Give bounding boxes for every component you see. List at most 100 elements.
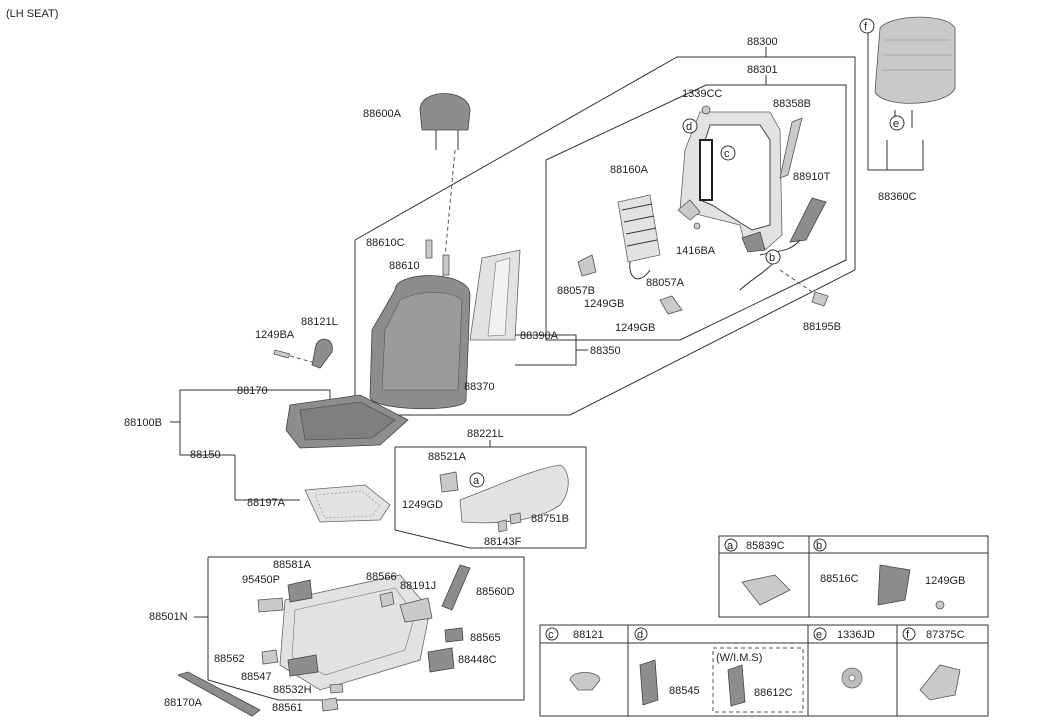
label-88516C: 88516C <box>820 573 859 585</box>
seatback-cushion-88370 <box>369 275 471 410</box>
callout-c: c <box>720 145 736 161</box>
label-88170A: 88170A <box>164 697 203 709</box>
header-85839C: 85839C <box>746 540 785 552</box>
sensor-88516C-part <box>877 564 911 606</box>
label-88197A: 88197A <box>247 497 286 509</box>
callout-e: e <box>889 115 905 131</box>
label-88360C: 88360C <box>878 191 917 203</box>
label-88170: 88170 <box>237 385 268 397</box>
label-wims: (W/I.M.S) <box>716 652 762 664</box>
label-88581A: 88581A <box>273 559 312 571</box>
clip-87375C-part <box>919 664 961 701</box>
label-88121L: 88121L <box>301 316 338 328</box>
svg-text:f: f <box>864 21 868 33</box>
label-88195B: 88195B <box>803 321 841 333</box>
callout-f: f <box>859 18 875 34</box>
switch-88751B <box>509 512 522 525</box>
switch-88545-part <box>639 659 659 706</box>
part-88565 <box>444 627 464 643</box>
label-88751B: 88751B <box>531 513 569 525</box>
label-88160A: 88160A <box>610 164 649 176</box>
lumbar-support-88160A <box>617 194 661 280</box>
clip-88057A <box>659 295 683 315</box>
label-88610C: 88610C <box>366 237 405 249</box>
svg-text:b: b <box>769 252 775 264</box>
label-1416BA: 1416BA <box>676 245 716 257</box>
bolt-88195B <box>811 291 829 307</box>
label-1249GB-table: 1249GB <box>925 575 965 587</box>
label-88448C: 88448C <box>458 654 497 666</box>
switch-88143F <box>497 519 508 533</box>
callout-a: a <box>469 472 485 488</box>
seatback-cover-88360C <box>874 16 956 128</box>
screw-1249BA <box>273 349 291 359</box>
label-88300: 88300 <box>747 36 778 48</box>
label-1249GB-upper: 1249GB <box>584 298 624 310</box>
header-1336JD: 1336JD <box>837 629 875 641</box>
switch-88612C-part <box>727 664 746 707</box>
callout-b: b <box>765 249 781 265</box>
label-1249BA: 1249BA <box>255 329 295 341</box>
label-1339CC: 1339CC <box>682 88 722 100</box>
label-88057B: 88057B <box>557 285 595 297</box>
clip-88057B <box>577 254 597 277</box>
label-88565: 88565 <box>470 632 501 644</box>
bracket-88358B <box>779 117 803 179</box>
label-88057A: 88057A <box>646 277 685 289</box>
label-88532H: 88532H <box>273 684 312 696</box>
callout-d: d <box>682 118 698 134</box>
module-88910T <box>789 197 827 243</box>
label-88547: 88547 <box>241 671 272 683</box>
part-88566 <box>379 591 395 608</box>
seat-pad-88197A <box>304 484 391 523</box>
reference-table-bottom: c 88121 d e 1336JD f 87375C 88545 (W/I.M… <box>539 624 989 717</box>
frame-group-outline <box>545 75 847 341</box>
guide-88610C <box>425 239 433 259</box>
svg-text:b: b <box>816 540 822 552</box>
label-88390A: 88390A <box>520 330 559 342</box>
svg-text:c: c <box>724 148 730 160</box>
bracket-88191J <box>399 597 433 623</box>
svg-text:a: a <box>473 475 480 487</box>
reference-table-top: a 85839C b 88516C 1249GB <box>718 535 989 618</box>
svg-text:d: d <box>637 629 643 641</box>
knob-88521A <box>439 471 459 493</box>
header-88121: 88121 <box>573 629 604 641</box>
svg-text:e: e <box>893 118 899 130</box>
trim-88170A <box>176 671 261 717</box>
label-88612C: 88612C <box>754 687 793 699</box>
header-87375C: 87375C <box>926 629 965 641</box>
washer-1339CC <box>701 105 711 115</box>
label-88100B: 88100B <box>124 417 162 429</box>
label-88221L: 88221L <box>467 428 504 440</box>
label-88358B: 88358B <box>773 98 811 110</box>
module-95450P <box>257 597 284 613</box>
label-88562: 88562 <box>214 653 245 665</box>
label-88150: 88150 <box>190 449 221 461</box>
motor-88547 <box>287 654 319 677</box>
clip-88121-part <box>569 672 601 691</box>
pad-88390A <box>469 249 521 341</box>
label-88600A: 88600A <box>363 108 402 120</box>
diagram-title: (LH SEAT) <box>6 8 58 20</box>
label-88370: 88370 <box>464 381 495 393</box>
handle-88560D <box>441 564 471 611</box>
label-88561: 88561 <box>272 702 303 714</box>
label-88143F: 88143F <box>484 536 522 548</box>
svg-text:a: a <box>727 540 734 552</box>
svg-text:c: c <box>548 629 554 641</box>
label-88560D: 88560D <box>476 586 515 598</box>
seatback-frame-part <box>677 111 783 253</box>
cover-88121L <box>311 338 333 369</box>
label-95450P: 95450P <box>242 574 280 586</box>
label-88191J: 88191J <box>400 580 436 592</box>
motor-88581A <box>287 579 313 603</box>
seat-cushion-88170 <box>285 394 409 449</box>
part-88532H <box>329 683 344 694</box>
label-88610: 88610 <box>389 260 420 272</box>
label-1249GD: 1249GD <box>402 499 443 511</box>
motor-88448C <box>427 647 455 673</box>
svg-text:e: e <box>816 629 822 641</box>
clip-85839C-part <box>741 574 791 606</box>
svg-text:d: d <box>686 121 692 133</box>
